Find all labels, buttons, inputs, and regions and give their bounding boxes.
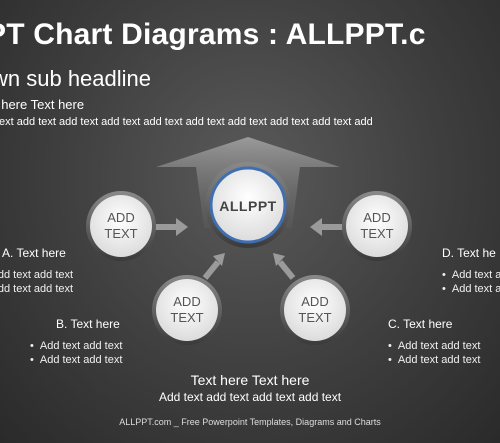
list-item: dd text add text bbox=[0, 282, 73, 296]
label-c-title: C. Text here bbox=[388, 317, 453, 331]
bottom-heading: Text here Text here bbox=[190, 372, 310, 388]
node-b-label-2: TEXT bbox=[170, 310, 203, 325]
node-b-label-1: ADD bbox=[173, 294, 200, 309]
bottom-text: Add text add text add text add text bbox=[158, 390, 342, 404]
label-d-title: D. Text he bbox=[442, 246, 496, 260]
connector-arrow-d-icon bbox=[310, 218, 344, 236]
label-b-bullets: Add text add text Add text add text bbox=[30, 339, 123, 367]
label-c-bullets: Add text add text Add text add text bbox=[388, 339, 481, 367]
connector-arrow-b-icon bbox=[202, 253, 225, 280]
node-d: ADD TEXT bbox=[342, 191, 412, 261]
center-node: ALLPPT bbox=[205, 162, 291, 248]
node-a-label-2: TEXT bbox=[104, 226, 137, 241]
list-item: Add text add text bbox=[30, 353, 123, 367]
list-item: Add text add text bbox=[388, 353, 481, 367]
node-a: ADD TEXT bbox=[86, 191, 156, 261]
node-b: ADD TEXT bbox=[152, 275, 222, 345]
label-a-title: A. Text here bbox=[2, 246, 66, 260]
label-b-title: B. Text here bbox=[56, 317, 120, 331]
list-item: Add text add text bbox=[388, 339, 481, 353]
connector-arrow-c-icon bbox=[273, 253, 296, 280]
node-c-label-1: ADD bbox=[301, 294, 328, 309]
sub-headline: wn sub headline bbox=[0, 66, 152, 91]
intro-heading: t here Text here bbox=[0, 97, 85, 112]
list-item: Add text add text bbox=[30, 339, 123, 353]
list-item: Add text add bbox=[442, 282, 500, 296]
intro-text: text add text add text add text add text… bbox=[0, 116, 373, 128]
label-d-bullets: Add text add Add text add bbox=[442, 268, 500, 296]
center-label: ALLPPT bbox=[219, 198, 276, 214]
list-item: Add text add bbox=[442, 268, 500, 282]
node-d-label-1: ADD bbox=[363, 210, 390, 225]
node-d-label-2: TEXT bbox=[360, 226, 393, 241]
list-item: dd text add text bbox=[0, 268, 73, 282]
page-title: PT Chart Diagrams : ALLPPT.c bbox=[0, 18, 426, 51]
node-a-label-1: ADD bbox=[107, 210, 134, 225]
footer-credit: ALLPPT.com _ Free Powerpoint Templates, … bbox=[119, 417, 381, 427]
node-c-label-2: TEXT bbox=[298, 310, 331, 325]
connector-arrow-a-icon bbox=[154, 218, 188, 236]
node-c: ADD TEXT bbox=[280, 275, 350, 345]
label-a-bullets: dd text add text dd text add text bbox=[0, 268, 73, 296]
